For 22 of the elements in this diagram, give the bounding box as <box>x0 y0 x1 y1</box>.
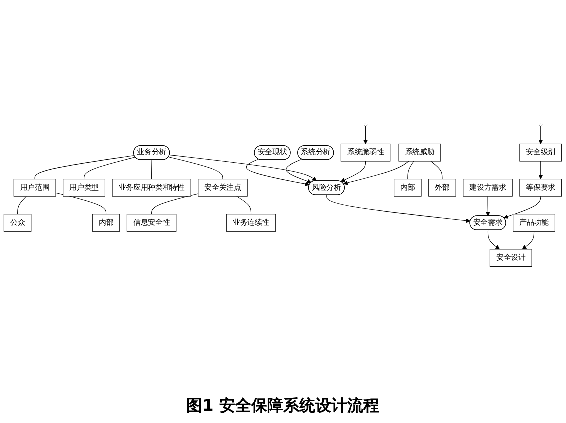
arrow <box>246 159 310 186</box>
connector <box>18 196 27 215</box>
figure-caption: 图1 安全保障系统设计流程 <box>186 396 380 415</box>
arrow <box>286 159 312 184</box>
arrow <box>343 161 410 186</box>
connector <box>84 157 136 180</box>
arrow <box>504 196 542 219</box>
arrow <box>486 196 490 216</box>
connector <box>430 161 443 180</box>
arrow <box>363 126 368 144</box>
connector <box>168 156 224 180</box>
arrow <box>538 161 544 180</box>
arrow <box>488 230 500 250</box>
arrow <box>538 126 544 144</box>
arrow <box>522 231 535 250</box>
arrow <box>169 154 318 182</box>
connector <box>408 161 414 180</box>
connector <box>236 196 252 215</box>
connector <box>34 155 135 180</box>
connector <box>152 194 199 215</box>
arrow <box>340 161 366 182</box>
arrow <box>326 195 471 224</box>
